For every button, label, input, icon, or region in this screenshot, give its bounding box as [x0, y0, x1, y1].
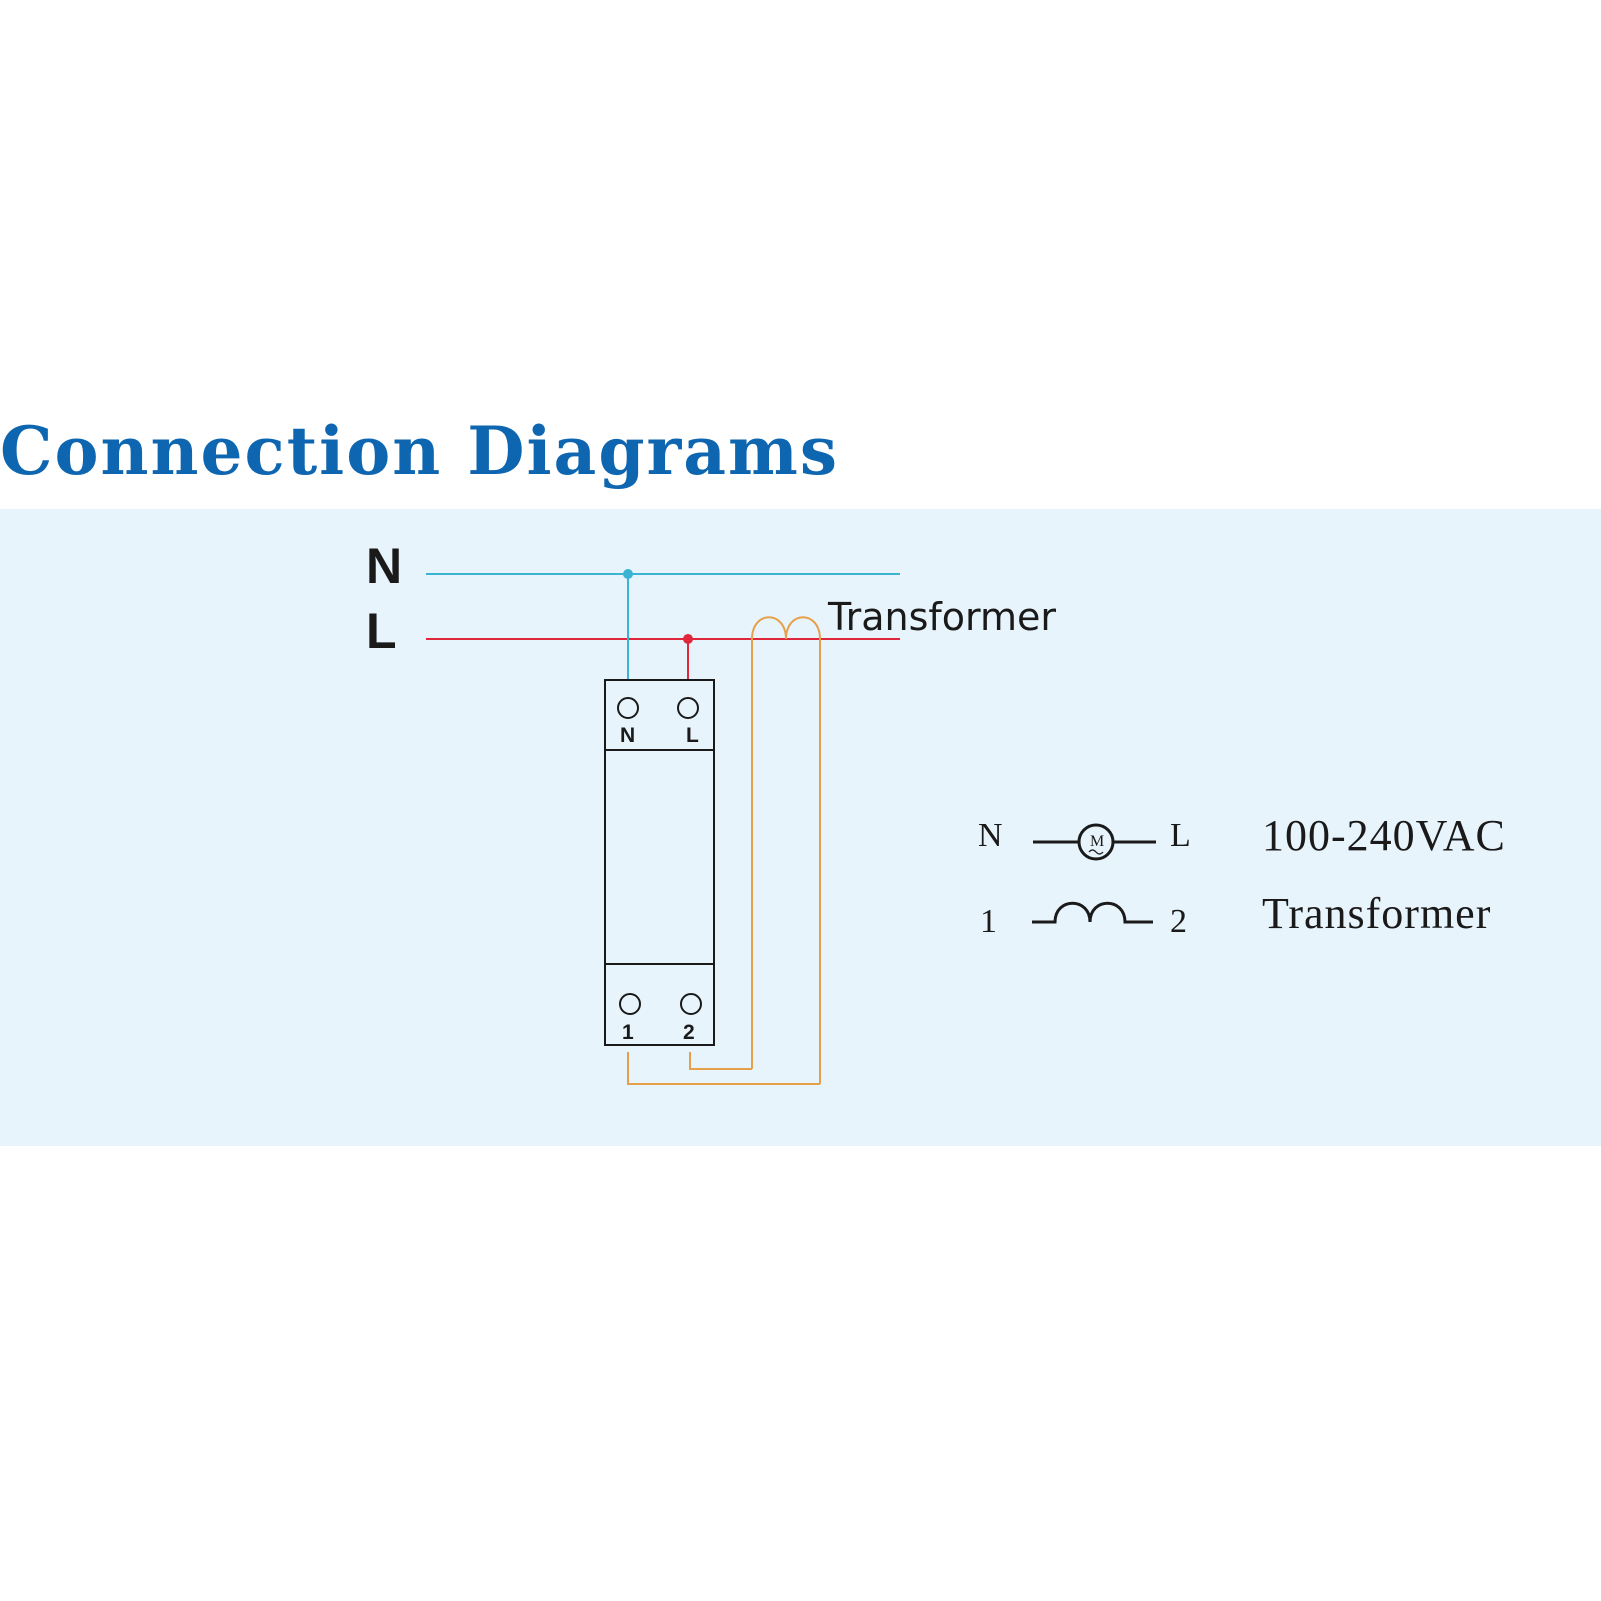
legend-pin-left: N	[978, 817, 1003, 854]
legend-pin-right: 2	[1170, 903, 1187, 940]
transformer-label: Transformer	[827, 595, 1056, 639]
legend-description: Transformer	[1262, 889, 1491, 938]
terminal-l-label: L	[686, 724, 699, 747]
transformer-coil	[751, 616, 821, 1084]
terminal-1-screw	[619, 993, 641, 1015]
legend-row-transformer: 1 2 Transformer	[980, 889, 1491, 940]
terminal-n-label: N	[620, 724, 635, 747]
diagram-panel	[0, 509, 1601, 1146]
terminal-2-screw	[680, 993, 702, 1015]
legend-row-motor: N M L 100-240VAC	[978, 811, 1506, 861]
legend-pin-left: 1	[980, 903, 997, 940]
terminal-l-screw	[677, 697, 699, 719]
terminal-2-wire	[689, 1052, 752, 1070]
neutral-bus-label: N	[366, 538, 402, 594]
din-rail-device: N L 1 2	[604, 679, 715, 1046]
line-bus-label: L	[366, 603, 397, 659]
page-title: Connection Diagrams	[0, 412, 839, 490]
coil-icon	[1032, 901, 1153, 924]
legend-description: 100-240VAC	[1262, 811, 1506, 860]
terminal-1-label: 1	[622, 1021, 634, 1044]
line-junction-dot	[683, 634, 693, 644]
motor-icon	[1077, 823, 1115, 861]
terminal-1-wire	[627, 1052, 820, 1085]
terminal-2-label: 2	[683, 1021, 695, 1044]
motor-letter: M	[1090, 833, 1104, 850]
neutral-junction-dot	[623, 569, 633, 579]
legend-pin-right: L	[1170, 817, 1191, 854]
terminal-n-screw	[617, 697, 639, 719]
